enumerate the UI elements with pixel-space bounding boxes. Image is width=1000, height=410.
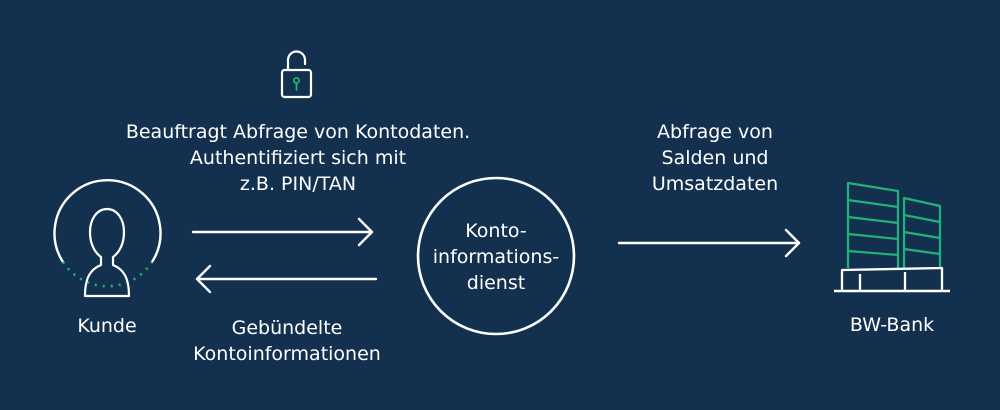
service-label: Konto- informations- dienst (416, 218, 576, 296)
query-line-2: Salden und (661, 147, 769, 169)
bank-name: BW-Bank (849, 314, 935, 336)
arrow-to-customer (195, 264, 378, 294)
service-circle (416, 176, 576, 336)
customer-label: Kunde (57, 313, 157, 339)
request-label: Beauftragt Abfrage von Kontodaten. Authe… (88, 119, 508, 197)
service-line-2: informations- (432, 246, 560, 268)
query-label: Abfrage von Salden und Umsatzdaten (615, 119, 815, 197)
query-line-1: Abfrage von (657, 121, 773, 143)
lock-icon (280, 50, 313, 99)
arrow-to-service (191, 217, 374, 247)
customer-name: Kunde (77, 315, 137, 337)
bundled-label: Gebündelte Kontoinformationen (177, 315, 397, 367)
bundled-line-1: Gebündelte (231, 317, 343, 339)
request-line-2: Authentifiziert sich mit (189, 147, 407, 169)
service-line-3: dienst (466, 272, 526, 294)
bundled-line-2: Kontoinformationen (193, 343, 381, 365)
user-icon (53, 179, 162, 298)
query-line-3: Umsatzdaten (651, 173, 779, 195)
service-line-1: Konto- (465, 220, 527, 242)
bank-building-icon (834, 181, 950, 293)
request-line-1: Beauftragt Abfrage von Kontodaten. (125, 121, 471, 143)
request-line-3: z.B. PIN/TAN (239, 173, 357, 195)
arrow-to-bank (617, 228, 801, 258)
bank-label: BW-Bank (832, 312, 952, 338)
